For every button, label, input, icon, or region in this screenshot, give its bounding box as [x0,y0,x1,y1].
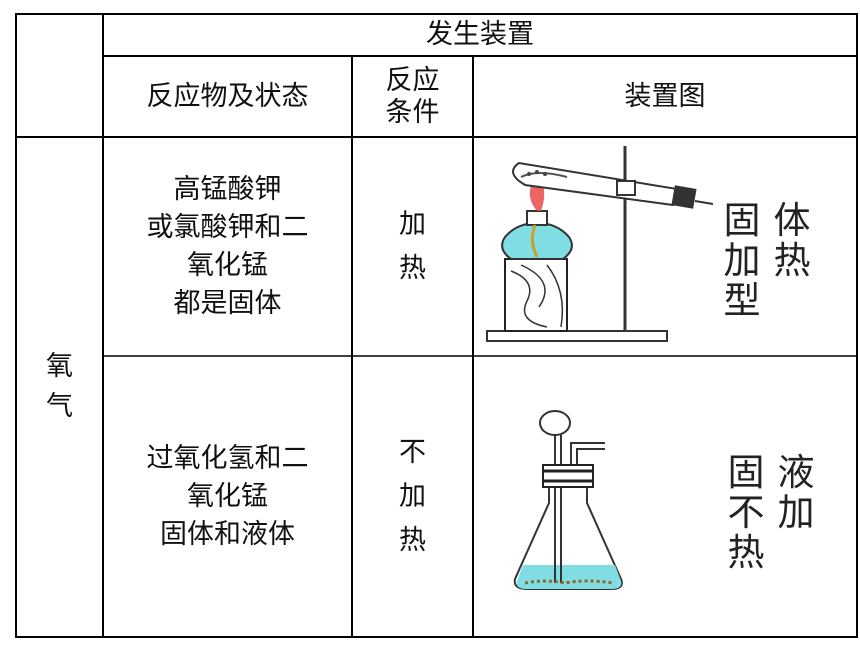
row1-condition: 加 热 [399,208,426,284]
solid-heating-apparatus [486,146,714,342]
header-diagram: 装置图 [624,80,706,112]
row2-type-col1: 固 不 热 [727,451,769,574]
apparatus-table: 发生装置 反应物及状态 反应 条件 装置图 氧 气 高锰酸钾 或氯酸钾和二 氧化… [15,13,858,638]
row2-condition: 不 加 热 [399,436,426,556]
header-condition: 反应 条件 [385,64,440,128]
row-label-oxygen: 氧 气 [46,351,73,422]
row1-reactants: 高锰酸钾 或氯酸钾和二 氧化锰 都是固体 [146,173,309,319]
liquid [516,565,622,589]
row2-type-col2: 液 加 [777,451,819,534]
group-header: 发生装置 [426,19,534,50]
funnel-bulb [539,410,571,436]
row2-reactants: 过氧化氢和二 氧化锰 固体和液体 [146,442,309,550]
wood-block [504,258,568,332]
row1-type-col1: 固 加 型 [723,199,765,322]
solid-liquid-apparatus [513,410,623,590]
stopper [671,185,697,209]
stopper [542,464,594,488]
header-reactants: 反应物及状态 [146,80,309,112]
row1-type-col2: 体 热 [773,199,815,282]
table-grid [15,13,858,638]
